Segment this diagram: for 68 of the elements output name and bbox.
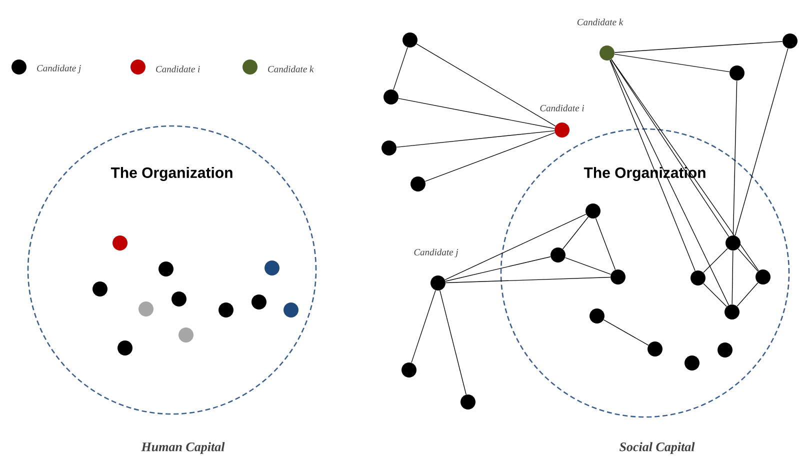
dot [782,34,798,48]
legend-label: Candidate k [268,66,314,72]
connector-line [703,248,728,273]
dot [550,248,566,262]
dot [690,270,706,286]
connector-line [703,283,727,307]
dot [158,262,174,276]
dot [252,294,266,310]
legend-label: Candidate j [37,64,81,74]
panel-caption: Social Capital [620,442,695,454]
connector-line [736,282,758,307]
connector-line [732,80,738,236]
dot [382,140,396,156]
connector-line [614,41,783,53]
connector-line [440,290,466,395]
connector-line [734,48,788,236]
connector-line [610,60,730,306]
dot [430,276,446,290]
dot [554,122,570,138]
connector-line [564,257,612,275]
dot [600,46,614,60]
connector-line [610,59,730,237]
dot [718,342,733,358]
connector-line [611,58,759,272]
connector-line [610,60,696,272]
dot [460,394,476,410]
dot [410,176,426,192]
connector-line [444,214,586,280]
connector-line [424,132,556,182]
dot [178,328,194,342]
dot [590,308,604,324]
legend-label: Candidate i [156,66,200,72]
dot [648,342,663,356]
candidate-label: Candidate i [540,104,584,112]
dot [684,356,700,370]
connector-line [398,98,555,129]
connector-line [445,276,611,284]
dot [92,282,108,296]
dot [402,362,416,378]
dot [218,302,234,318]
dot [756,270,771,284]
dot [726,236,741,250]
dot [112,236,128,250]
dot [118,340,132,356]
dot [724,304,740,320]
panel-caption: Human Capital [141,442,225,454]
connector-line [738,248,758,272]
dot [586,204,601,218]
dot [172,292,186,306]
connector-line [445,256,551,282]
connector-line [614,54,730,72]
candidate-label: Candidate j [414,248,458,258]
candidate-label: Candidate k [577,18,624,26]
connector-line [595,218,616,270]
dot [138,302,154,316]
dot [610,270,626,284]
connector-line [732,250,734,305]
connector-line [396,130,555,148]
dot [264,260,280,276]
connector-line [416,44,556,126]
connector-line [411,290,436,364]
dot [402,32,418,48]
dot [284,302,298,318]
dot [730,66,745,80]
connector-line [603,319,649,346]
dot [384,90,398,104]
connector-line [393,46,408,90]
connector-line [562,216,589,250]
